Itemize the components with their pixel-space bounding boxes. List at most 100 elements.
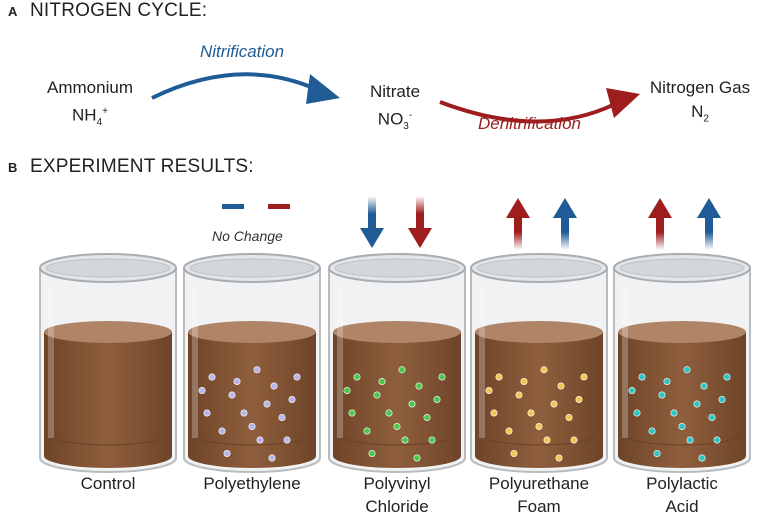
microplastic-particle [293, 373, 301, 381]
microplastic-particle [428, 436, 436, 444]
pla-nitrification-up-arrow [697, 198, 721, 250]
microplastic-particle [198, 386, 206, 394]
microplastic-particle [423, 413, 431, 421]
jar-label-polyvinyl-chloride: Polyvinyl Chloride [322, 472, 472, 518]
microplastic-particle [540, 366, 548, 374]
jar-polyurethane-foam [470, 253, 608, 473]
soil-surface-polyvinyl-chloride [333, 321, 461, 343]
microplastic-particle [580, 373, 588, 381]
jar-label-polylactic-acid: Polylactic Acid [607, 472, 757, 518]
microplastic-particle [415, 382, 423, 390]
microplastic-particle [515, 391, 523, 399]
microplastic-particle [575, 395, 583, 403]
microplastic-particle [253, 366, 261, 374]
soil-surface-polylactic-acid [618, 321, 746, 343]
microplastic-particle [557, 382, 565, 390]
microplastic-particle [495, 373, 503, 381]
pvc-nitrification-down-arrow [360, 196, 384, 248]
microplastic-particle [288, 395, 296, 403]
nitrogen-cycle-title: NITROGEN CYCLE: [30, 0, 208, 21]
microplastic-particle [398, 366, 406, 374]
microplastic-particle [413, 454, 421, 462]
ammonium-formula: NH4+ [72, 105, 108, 129]
jar-label-pvc-line2: Chloride [365, 497, 429, 516]
microplastic-particle [256, 436, 264, 444]
microplastic-particle [510, 449, 518, 457]
microplastic-particle [433, 395, 441, 403]
jar-label-pvc-line1: Polyvinyl [363, 474, 431, 493]
no-change-red-dash [268, 204, 290, 209]
pla-denitrification-up-arrow [648, 198, 672, 250]
pu-denitrification-up-arrow [506, 198, 530, 250]
soil-surface-polyurethane-foam [475, 321, 603, 343]
microplastic-particle [555, 454, 563, 462]
microplastic-particle [713, 436, 721, 444]
microplastic-particle [708, 413, 716, 421]
microplastic-particle [693, 400, 701, 408]
microplastic-particle [698, 454, 706, 462]
ammonium-name: Ammonium [47, 78, 133, 97]
microplastic-particle [718, 395, 726, 403]
microplastic-particle [363, 427, 371, 435]
microplastic-particle [520, 377, 528, 385]
microplastic-particle [408, 400, 416, 408]
microplastic-particle [218, 427, 226, 435]
microplastic-particle [543, 436, 551, 444]
denitrification-arrow [439, 100, 616, 124]
microplastic-particle [263, 400, 271, 408]
microplastic-particle [283, 436, 291, 444]
experiment-results-title: EXPERIMENT RESULTS: [30, 156, 254, 177]
microplastic-particle [670, 409, 678, 417]
panel-a-letter: A [8, 4, 18, 19]
microplastic-particle [653, 449, 661, 457]
nitrate-node: Nitrate NO3- [345, 80, 445, 139]
microplastic-particle [565, 413, 573, 421]
microplastic-particle [723, 373, 731, 381]
microplastic-particle [678, 422, 686, 430]
microplastic-particle [700, 382, 708, 390]
microplastic-particle [268, 454, 276, 462]
microplastic-particle [368, 449, 376, 457]
ammonium-node: Ammonium NH4+ [30, 76, 150, 135]
microplastic-particle [353, 373, 361, 381]
nitrification-label: Nitrification [200, 42, 285, 61]
microplastic-particle [378, 377, 386, 385]
jar-label-pla-line2: Acid [665, 497, 699, 516]
microplastic-particle [373, 391, 381, 399]
soil-polyethylene [188, 332, 316, 468]
nitrogen-gas-node: Nitrogen Gas N2 [640, 76, 760, 131]
jar-label-polyethylene-line1: Polyethylene [203, 474, 301, 493]
microplastic-particle [240, 409, 248, 417]
nitrogen-gas-name: Nitrogen Gas [649, 78, 751, 97]
jar-label-polyurethane-foam: Polyurethane Foam [464, 472, 614, 518]
jar-label-pu-line1: Polyurethane [488, 474, 590, 493]
microplastic-particle [385, 409, 393, 417]
soil-surface-control [44, 321, 172, 343]
soil-control [44, 332, 172, 468]
soil-polyvinyl-chloride [333, 332, 461, 468]
pu-nitrification-up-arrow [553, 198, 577, 250]
microplastic-particle [633, 409, 641, 417]
microplastic-particle [658, 391, 666, 399]
microplastic-particle [228, 391, 236, 399]
microplastic-particle [663, 377, 671, 385]
soil-polyurethane-foam [475, 332, 603, 468]
microplastic-particle [348, 409, 356, 417]
jar-label-polyethylene: Polyethylene [177, 472, 327, 495]
microplastic-particle [208, 373, 216, 381]
nitrogen-gas-formula: N2 [691, 102, 709, 125]
microplastic-particle [570, 436, 578, 444]
microplastic-particle [438, 373, 446, 381]
jar-polyethylene [183, 253, 321, 473]
microplastic-particle [686, 436, 694, 444]
jar-label-control: Control [33, 472, 183, 495]
jar-polylactic-acid [613, 253, 751, 473]
microplastic-particle [278, 413, 286, 421]
panel-b-letter: B [8, 160, 18, 175]
denitrification-arrowhead [606, 88, 640, 118]
jar-label-pu-line2: Foam [517, 497, 561, 516]
microplastic-particle [638, 373, 646, 381]
nitrate-name: Nitrate [369, 82, 421, 101]
microplastic-particle [505, 427, 513, 435]
microplastic-particle [485, 386, 493, 394]
